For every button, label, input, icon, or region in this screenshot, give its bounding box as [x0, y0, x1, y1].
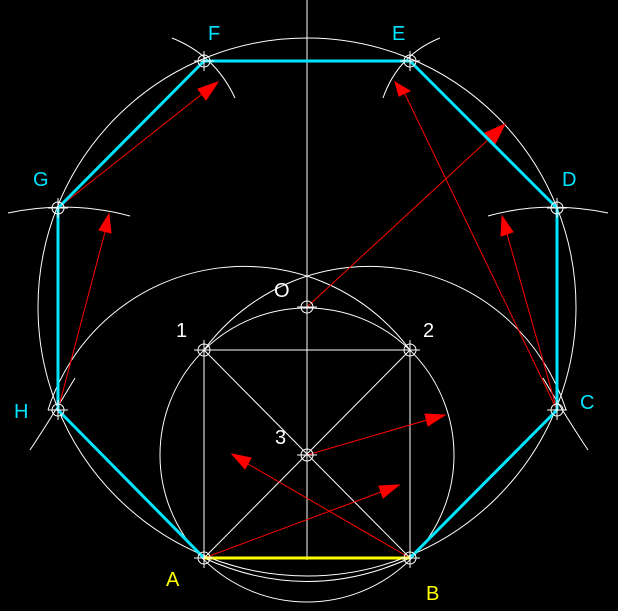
label-b: B [426, 583, 439, 605]
arc-at-c [542, 377, 589, 451]
label-c: C [580, 392, 594, 414]
arrow-g-to-f [57, 81, 220, 209]
marker-o [297, 297, 317, 317]
arrow-h-to-g [57, 212, 112, 411]
marker-d [547, 198, 567, 218]
marker-e [400, 51, 420, 71]
marker-2 [400, 340, 420, 360]
marker-h [48, 400, 68, 420]
label-1: 1 [176, 320, 187, 342]
arc-centre-a [47, 265, 411, 411]
marker-g [48, 198, 68, 218]
point-labels: F E G D H C A B O 1 2 3 [14, 23, 594, 605]
arc-centre-b [203, 265, 567, 411]
marker-c [547, 400, 567, 420]
label-e: E [392, 23, 405, 45]
construction-arrows [57, 80, 558, 559]
marker-1 [194, 340, 214, 360]
arrow-c-to-d [500, 214, 558, 411]
label-g: G [33, 169, 49, 191]
label-o: O [274, 280, 290, 302]
arrow-3-to-right [306, 413, 447, 456]
label-h: H [14, 401, 28, 423]
arrow-c-to-e [394, 80, 558, 411]
arrow-o-to-de [306, 122, 507, 308]
arc-at-h [29, 377, 76, 451]
marker-a [194, 548, 214, 568]
arrow-a-to-right [203, 484, 401, 559]
marker-f [194, 51, 214, 71]
marker-b [400, 548, 420, 568]
lower-arc [203, 557, 411, 582]
circumscribed-circle [37, 37, 577, 577]
label-a: A [166, 569, 180, 591]
arrow-b-to-left [230, 453, 411, 559]
label-d: D [562, 169, 576, 191]
point-markers [48, 51, 567, 568]
arc-at-g [7, 206, 131, 217]
arc-at-d [487, 206, 609, 217]
label-3: 3 [275, 427, 286, 449]
label-f: F [208, 23, 220, 45]
label-2: 2 [423, 320, 434, 342]
octagon-outline [56, 59, 559, 560]
marker-3 [297, 445, 317, 465]
